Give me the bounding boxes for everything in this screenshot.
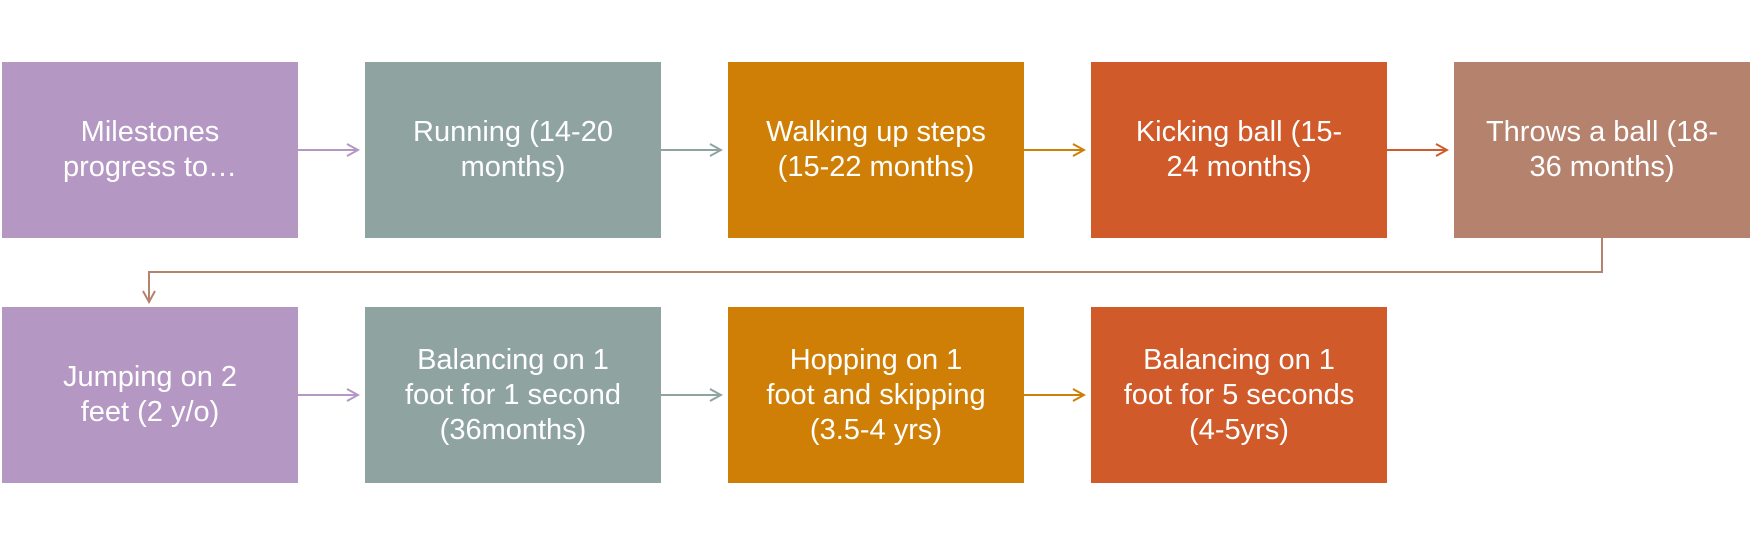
step-label: Running (14-20 months) [413,116,613,183]
arrow-step5-to-step6 [149,238,1603,302]
step-jumping-two-feet: Jumping on 2 feet (2 y/o) [2,307,298,483]
step-label: Kicking ball (15- 24 months) [1135,116,1343,183]
step-balancing-five-seconds: Balancing on 1 foot for 5 seconds (4-5yr… [1091,307,1387,483]
step-label: Hopping on 1 foot and skipping (3.5-4 yr… [766,343,986,446]
step-walking-up-steps: Walking up steps (15-22 months) [728,62,1024,238]
step-milestones-progress: Milestones progress to… [2,62,298,238]
step-label: Walking up steps (15-22 months) [766,116,986,183]
step-balancing-one-second: Balancing on 1 foot for 1 second (36mont… [365,307,661,483]
step-label: Throws a ball (18- 36 months) [1485,116,1719,183]
step-throws-ball: Throws a ball (18- 36 months) [1454,62,1750,238]
step-label: Milestones progress to… [62,116,238,183]
step-label: Jumping on 2 feet (2 y/o) [62,361,238,428]
step-hopping-skipping: Hopping on 1 foot and skipping (3.5-4 yr… [728,307,1024,483]
step-label: Balancing on 1 foot for 5 seconds (4-5yr… [1123,343,1355,446]
step-kicking-ball: Kicking ball (15- 24 months) [1091,62,1387,238]
step-label: Balancing on 1 foot for 1 second (36mont… [404,343,622,446]
step-running: Running (14-20 months) [365,62,661,238]
